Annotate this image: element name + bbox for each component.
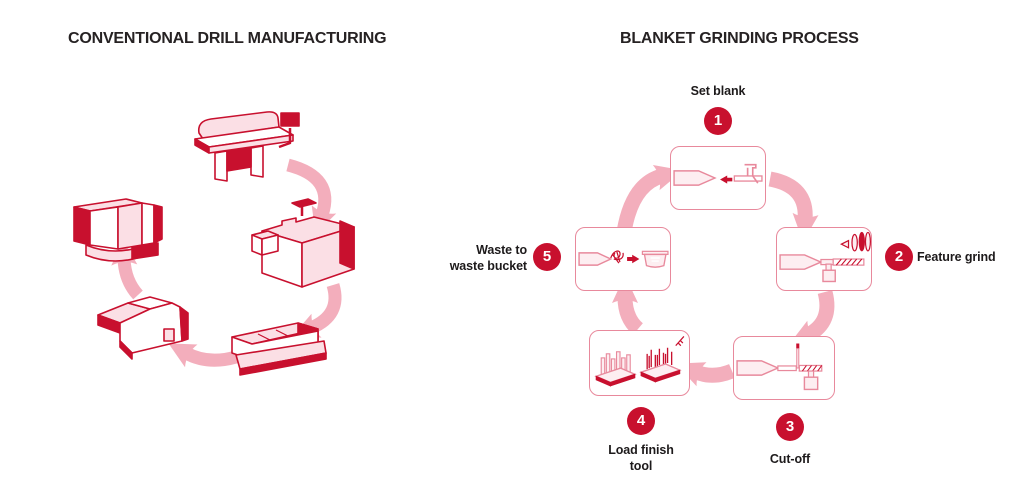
machine-icon-3 <box>231 322 327 376</box>
cut-off-icon <box>736 343 823 391</box>
step-4-label: Load finish tool <box>608 443 674 473</box>
cycle-arrow-4 <box>111 239 143 300</box>
step-3-box <box>733 336 835 400</box>
step-5-box <box>575 227 671 291</box>
step-3-badge: 3 <box>776 413 804 441</box>
step-1-box <box>670 146 766 210</box>
cycle-arrow-1 <box>286 158 337 234</box>
step-2-badge: 2 <box>885 243 913 271</box>
machine-icon-1 <box>194 111 300 182</box>
waste-bucket-icon <box>578 250 669 268</box>
flow-arrow-2-3 <box>788 290 835 346</box>
step-5-label: Waste to waste bucket <box>449 243 527 273</box>
set-blank-icon <box>673 163 763 186</box>
step-4-box <box>589 330 690 396</box>
left-panel-title: CONVENTIONAL DRILL MANUFACTURING <box>68 30 387 47</box>
right-panel-title: BLANKET GRINDING PROCESS <box>620 30 859 47</box>
step-5-badge: 5 <box>533 243 561 271</box>
flow-arrow-5-1 <box>616 164 684 234</box>
step-3-label: Cut-off <box>769 452 811 466</box>
step-2-box <box>776 227 872 291</box>
machine-icon-2 <box>251 198 355 288</box>
process-flow-arrows <box>612 164 835 387</box>
conventional-cycle-diagram <box>73 111 355 376</box>
flow-arrow-1-2 <box>768 171 819 242</box>
step-4-badge: 4 <box>627 407 655 435</box>
machine-icon-4 <box>97 296 189 360</box>
step-1-badge: 1 <box>704 107 732 135</box>
step-1-label: Set blank <box>690 84 746 98</box>
cycle-arrow-2 <box>292 283 342 338</box>
cycle-arrow-3 <box>168 343 238 368</box>
load-finish-tool-icon <box>594 336 685 387</box>
step-2-label: Feature grind <box>917 250 996 264</box>
feature-grind-icon <box>779 231 871 283</box>
machine-icon-5 <box>73 198 163 262</box>
flow-arrow-3-4 <box>675 362 735 387</box>
flow-arrow-4-5 <box>612 275 644 335</box>
